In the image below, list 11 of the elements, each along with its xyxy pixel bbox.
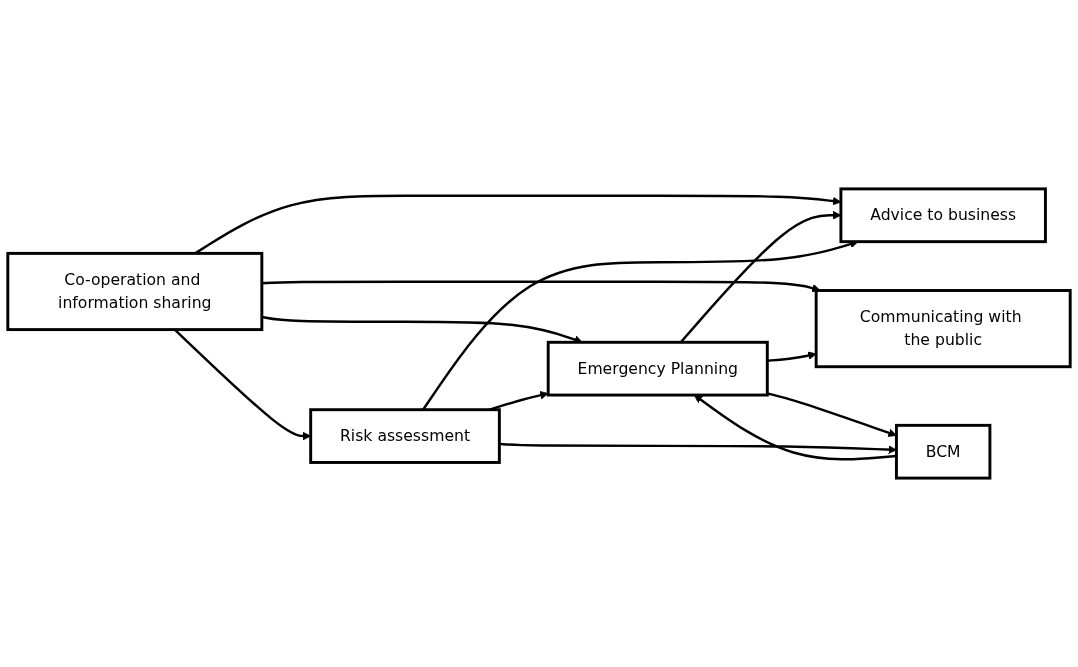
node-box: BCM <box>894 423 992 480</box>
node-box: Emergency Planning <box>546 340 769 397</box>
node-box: Advice to business <box>839 187 1047 244</box>
arrow <box>499 442 897 454</box>
node-box: Communicating with the public <box>814 289 1072 369</box>
node-box: Co-operation and information sharing <box>6 251 264 332</box>
arrow <box>767 351 817 362</box>
node-box: Risk assessment <box>309 408 501 464</box>
arrow <box>767 392 897 437</box>
arrow <box>261 280 821 293</box>
arrow <box>693 394 897 461</box>
